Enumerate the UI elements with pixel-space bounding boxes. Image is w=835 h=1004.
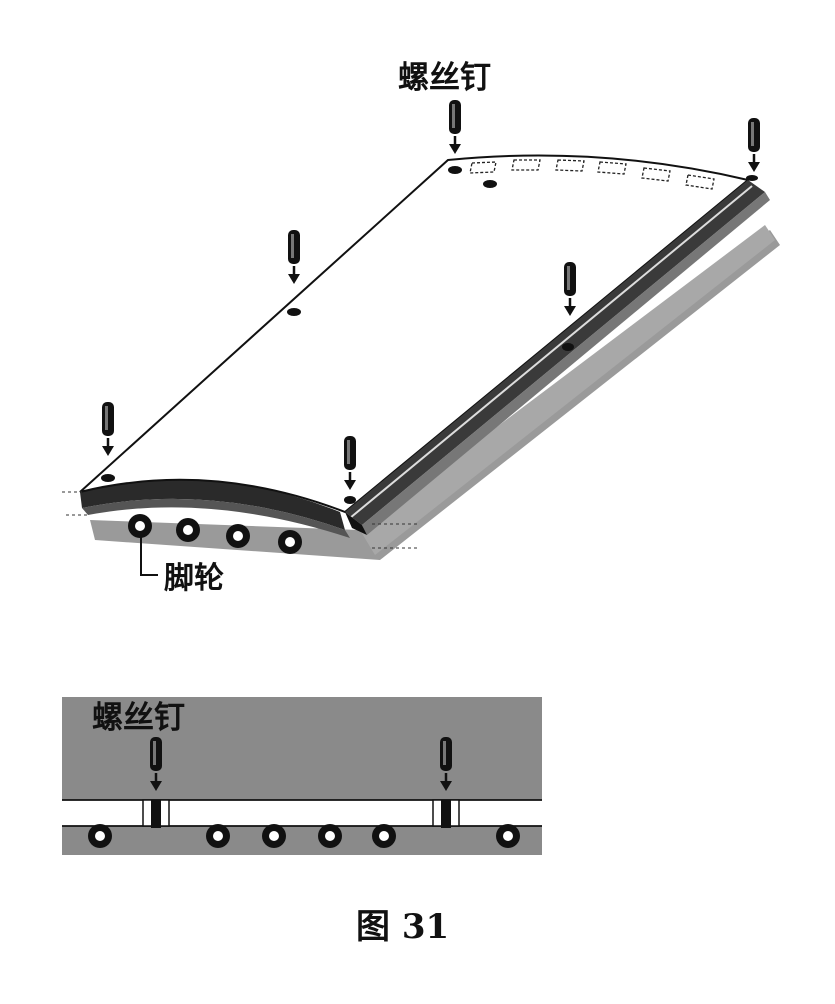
side-rail (345, 180, 770, 535)
reference-lines (62, 491, 420, 549)
side-view-brackets (142, 799, 460, 828)
side-view-panel (62, 697, 542, 855)
caster-label: 脚轮 (164, 561, 224, 596)
side-view: 螺丝钉 (62, 697, 542, 855)
caster-leader-line (140, 535, 158, 576)
screw-holes (101, 166, 758, 504)
isometric-view: 螺丝钉 脚轮 (62, 60, 780, 596)
dashed-markings (469, 159, 715, 190)
screw-label-bottom: 螺丝钉 (92, 700, 185, 736)
figure-caption: 图 31 (356, 907, 449, 947)
side-view-board (62, 800, 542, 826)
screw-label-top: 螺丝钉 (398, 60, 491, 96)
